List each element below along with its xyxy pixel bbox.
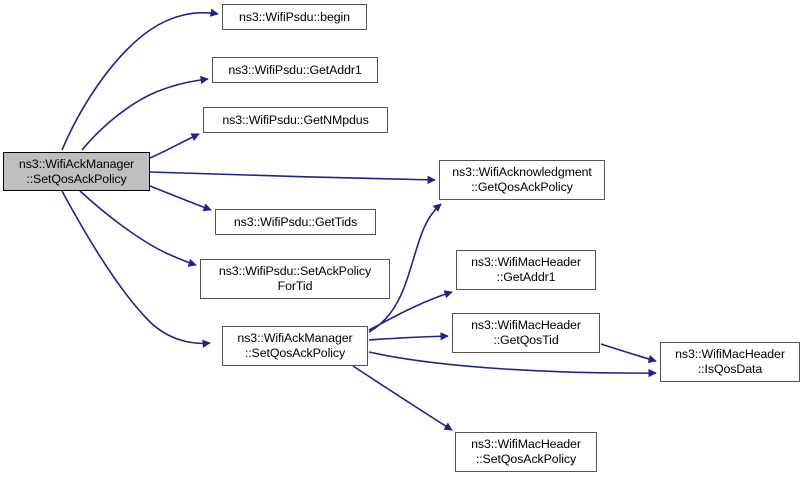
edge-root-to-psdu-begin	[61, 8, 219, 151]
node-ns3-wifipsdu-gettids[interactable]: ns3::WifiPsdu::GetTids	[215, 209, 376, 235]
edge-root-to-psdu-getaddr1	[81, 75, 209, 151]
edge-root-to-psdu-gettids	[149, 185, 212, 212]
node-ns3-wifiackmanager-setqosackpolicy-root[interactable]: ns3::WifiAckManager ::SetQosAckPolicy	[3, 152, 150, 191]
node-ns3-wifipsdu-setackpolicyfortid[interactable]: ns3::WifiPsdu::SetAckPolicy ForTid	[200, 259, 390, 299]
node-label: ns3::WifiPsdu::GetNMpdus	[222, 112, 369, 127]
edge-setqosackpolicy2-to-macheader-isqosdata	[368, 351, 657, 378]
edge-setqosackpolicy2-to-macheader-setqosackpolicy	[352, 365, 453, 431]
node-ns3-wifiacknowledgment-getqosackpolicy[interactable]: ns3::WifiAcknowledgment ::GetQosAckPolic…	[439, 160, 605, 200]
node-label: ns3::WifiMacHeader ::SetQosAckPolicy	[471, 437, 581, 466]
node-ns3-wifimacheader-setqosackpolicy[interactable]: ns3::WifiMacHeader ::SetQosAckPolicy	[455, 432, 597, 472]
node-label: ns3::WifiAcknowledgment ::GetQosAckPolic…	[452, 165, 592, 194]
node-label: ns3::WifiAckManager ::SetQosAckPolicy	[18, 156, 135, 186]
edge-root-to-ack-getqosackpolicy	[149, 171, 436, 184]
node-label: ns3::WifiAckManager ::SetQosAckPolicy	[237, 331, 353, 360]
node-label: ns3::WifiPsdu::GetAddr1	[228, 62, 362, 77]
node-label: ns3::WifiPsdu::GetTids	[233, 214, 358, 229]
node-ns3-wifipsdu-getaddr1[interactable]: ns3::WifiPsdu::GetAddr1	[212, 57, 378, 83]
edge-root-to-psdu-getnmpdus	[149, 133, 200, 159]
node-label: ns3::WifiMacHeader ::GetQosTid	[471, 318, 581, 347]
node-label: ns3::WifiPsdu::begin	[239, 9, 350, 24]
edge-getqostid-to-isqosdata	[600, 343, 657, 364]
node-ns3-wifipsdu-getnmpdus[interactable]: ns3::WifiPsdu::GetNMpdus	[203, 107, 388, 133]
edge-setqosackpolicy2-to-macheader-getqostid	[368, 332, 449, 341]
node-ns3-wifipsdu-begin[interactable]: ns3::WifiPsdu::begin	[222, 4, 367, 30]
node-ns3-wifimacheader-getqostid[interactable]: ns3::WifiMacHeader ::GetQosTid	[452, 313, 600, 353]
node-ns3-wifiackmanager-setqosackpolicy-2[interactable]: ns3::WifiAckManager ::SetQosAckPolicy	[222, 326, 368, 366]
edge-root-to-psdu-setackpolicyfortid	[79, 190, 197, 267]
node-label: ns3::WifiMacHeader ::IsQosData	[675, 347, 785, 376]
edge-root-to-ackmanager-setqosackpolicy-2	[61, 190, 211, 348]
node-ns3-wifimacheader-isqosdata[interactable]: ns3::WifiMacHeader ::IsQosData	[660, 342, 800, 382]
node-label: ns3::WifiPsdu::SetAckPolicy ForTid	[218, 264, 372, 293]
node-label: ns3::WifiMacHeader ::GetAddr1	[471, 255, 581, 284]
node-ns3-wifimacheader-getaddr1[interactable]: ns3::WifiMacHeader ::GetAddr1	[456, 250, 596, 290]
